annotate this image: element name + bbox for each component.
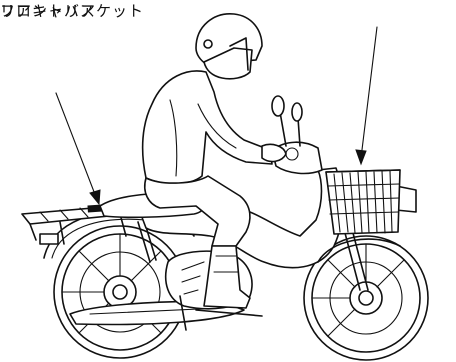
rear-carrier-leader (55, 92, 101, 206)
rider-helmet (195, 13, 263, 80)
rider-boot (203, 245, 251, 309)
rider-legs (144, 175, 251, 247)
rear-wheel (53, 225, 187, 359)
front-basket-leader (355, 26, 378, 166)
rear-carrier-label: リアキャリア (0, 2, 97, 20)
front-wheel (303, 235, 429, 361)
mirrors (271, 95, 303, 147)
front-basket-label: フロントバスケット (0, 2, 145, 20)
front-fender (317, 238, 401, 263)
front-basket (325, 169, 401, 235)
rider-torso (141, 70, 273, 185)
footrest (179, 295, 263, 331)
